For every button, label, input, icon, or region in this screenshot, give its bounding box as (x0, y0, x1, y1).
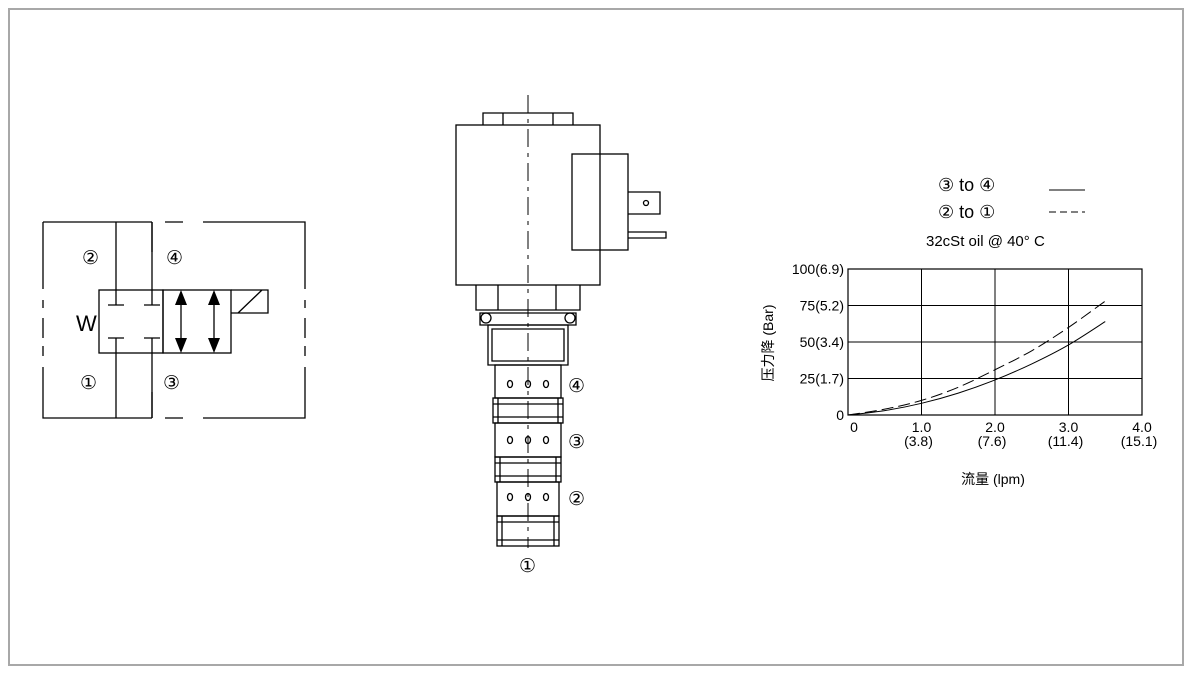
spring-label: W (76, 311, 97, 336)
flow-arrows (175, 290, 220, 353)
chart-condition: 32cSt oil @ 40° C (926, 233, 1045, 250)
cartridge-port-3: ③ (568, 431, 585, 453)
connector-pin (628, 191, 667, 239)
x-tick-label: 0 (850, 419, 858, 435)
connector-terminal (642, 199, 650, 207)
chart-grid (847, 268, 1143, 416)
x-tick-label: 2.0 (985, 419, 1005, 435)
chart-series (847, 300, 1106, 416)
cartridge-port-2: ② (568, 488, 585, 510)
hex-body (487, 324, 569, 366)
x-tick-sublabel: (7.6) (978, 433, 1007, 449)
o-ring (480, 312, 492, 324)
x-tick-sublabel: (3.8) (904, 433, 933, 449)
spool-box-left (98, 289, 164, 354)
y-tick-label: 0 (836, 407, 844, 423)
port-holes (506, 379, 550, 502)
symbol-port-2: ② (82, 247, 99, 269)
symbol-port-1: ① (80, 372, 97, 394)
series-line-3-to-4 (847, 321, 1106, 416)
x-axis-label: 流量 (lpm) (961, 471, 1025, 487)
x-tick-label: 3.0 (1059, 419, 1079, 435)
y-tick-label: 100(6.9) (792, 261, 844, 277)
symbol-port-3: ③ (163, 372, 180, 394)
legend-entry-3-to-4: ③ to ④ (938, 175, 995, 195)
spool-box-right (162, 289, 232, 354)
symbol-dashes (42, 221, 306, 419)
hydraulic-symbol (42, 221, 306, 419)
blocked-ports (108, 290, 160, 353)
x-tick-label: 4.0 (1132, 419, 1152, 435)
legend-entry-2-to-1: ② to ① (938, 202, 995, 222)
o-ring (564, 312, 576, 324)
chart-ticks: 0 1.0(3.8) 2.0(7.6) 3.0(11.4) 4.0(15.1) 0 25(1… (792, 261, 1157, 449)
cartridge-port-1: ① (519, 555, 536, 577)
x-tick-label: 1.0 (912, 419, 932, 435)
symbol-internal-lines (115, 222, 153, 418)
y-tick-label: 25(1.7) (800, 371, 844, 387)
coil-base (475, 285, 581, 311)
y-tick-label: 75(5.2) (800, 298, 844, 314)
solenoid-actuator (231, 289, 269, 314)
x-tick-sublabel: (11.4) (1048, 433, 1084, 449)
symbol-port-4: ④ (166, 247, 183, 269)
series-line-2-to-1 (847, 300, 1106, 416)
connector-box (571, 153, 629, 251)
cartridge-port-4: ④ (568, 375, 585, 397)
figure-frame (8, 8, 1184, 666)
pressure-drop-chart: ③ to ④ ② to ① 32cSt oil @ 40° C 0 1.0(3.8… (760, 175, 1157, 487)
x-tick-sublabel: (15.1) (1121, 433, 1158, 449)
coil-body (455, 124, 601, 286)
y-tick-label: 50(3.4) (800, 334, 844, 350)
coil-nut (482, 112, 574, 125)
cartridge-valve-drawing (455, 95, 667, 548)
y-axis-label: 压力降 (Bar) (760, 305, 776, 382)
land-3 (496, 515, 560, 547)
